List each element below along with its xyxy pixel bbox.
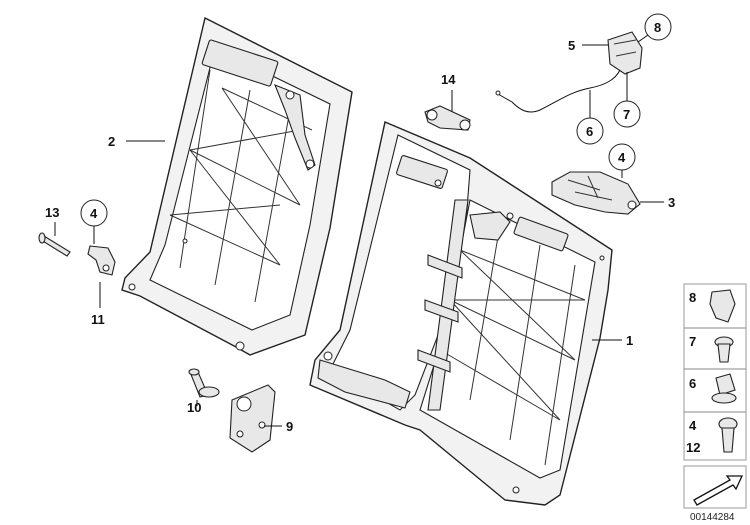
callout-8: 8 [654,20,661,35]
callouts: 1 2 3 4 4 5 8 7 6 14 13 [45,13,675,434]
callout-10: 10 [187,400,201,415]
backrest-frame-left [121,16,353,356]
callout-3: 3 [668,195,675,210]
release-cable [495,31,643,113]
bolt-icon [718,417,738,453]
callout-2: 2 [108,134,115,149]
expanding-rivet-icon [711,373,737,404]
legend-label-8: 8 [689,290,696,305]
callout-1: 1 [626,333,633,348]
bolt-part-10 [188,368,220,398]
legend-label-6: 6 [689,376,696,391]
legend-panel: 8 7 6 4 12 [683,283,747,461]
legend-label-12: 12 [686,440,700,455]
legend-label-4: 4 [689,418,697,433]
callout-11: 11 [91,312,105,327]
screw-icon [714,336,734,363]
bracket-part-9 [229,384,276,453]
bolt-part-13 [38,232,71,257]
pin-part-14 [424,105,471,131]
clip-nut-icon [709,289,736,323]
arrow-icon [693,475,744,506]
backrest-frame-right [309,121,613,506]
callout-4-right: 4 [618,150,626,165]
direction-arrow-box [683,465,747,509]
callout-9: 9 [286,419,293,434]
lock-housing [551,171,641,215]
bracket-part-11 [87,245,116,276]
document-number: 00144284 [690,512,735,523]
callout-13: 13 [45,205,59,220]
callout-6: 6 [586,124,593,139]
callout-5: 5 [568,38,575,53]
callout-8-circle [644,13,672,41]
callout-4-left: 4 [90,206,98,221]
callout-14: 14 [441,72,456,87]
legend-label-7: 7 [689,334,696,349]
callout-7: 7 [623,107,630,122]
